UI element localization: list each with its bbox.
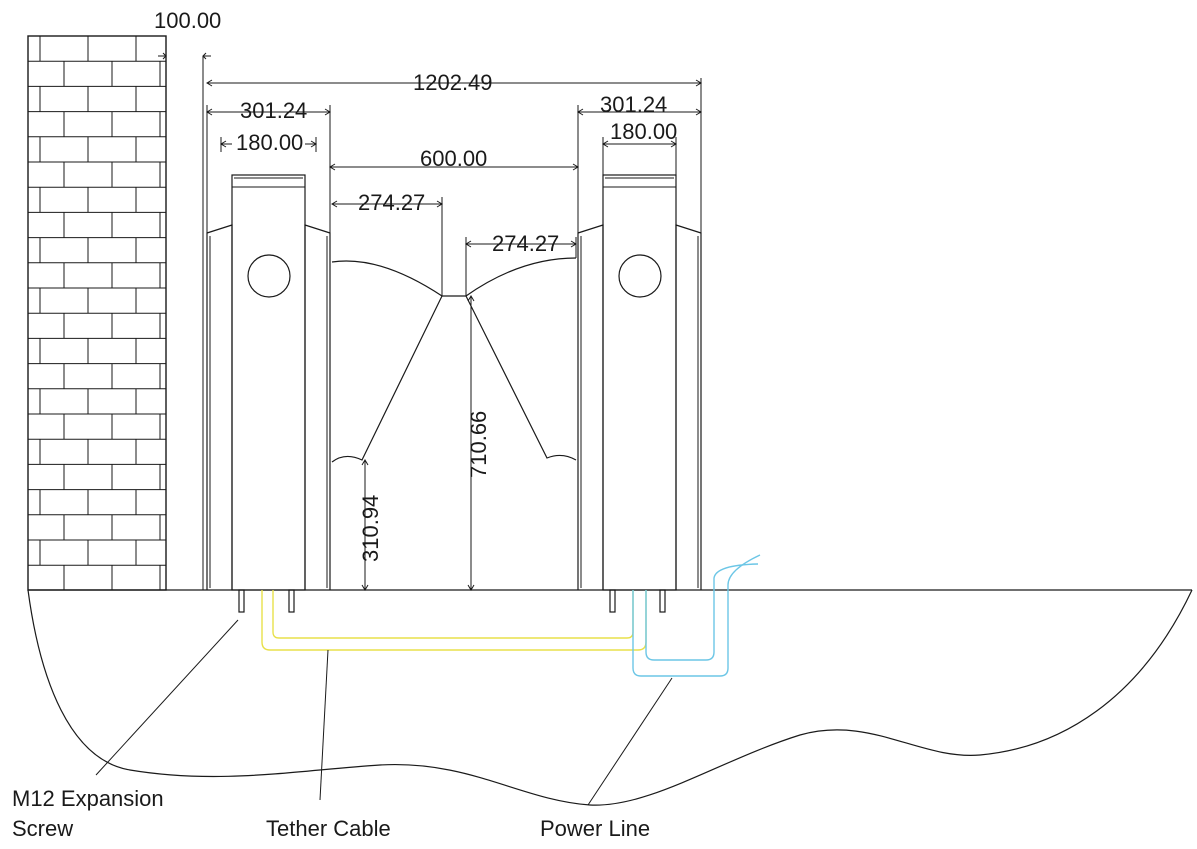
- left-cabinet: [206, 174, 331, 591]
- expansion-screws: [238, 589, 666, 613]
- dim-flap-width-left: 274.27: [358, 190, 425, 215]
- dim-wall-gap: 100.00: [154, 8, 221, 33]
- label-expansion-screw-line1: M12 Expansion: [12, 786, 164, 811]
- label-expansion-screw-line2: Screw: [12, 816, 73, 841]
- dim-cabinet-width-left: 301.24: [240, 98, 307, 123]
- dim-flap-bottom-height: 310.94: [358, 495, 383, 562]
- dim-core-width-left: 180.00: [236, 130, 303, 155]
- dim-cabinet-width-right: 301.24: [600, 92, 667, 117]
- brick-wall: [27, 35, 167, 591]
- dim-passage-width: 600.00: [420, 146, 487, 171]
- card-reader-right: [618, 254, 662, 298]
- right-cabinet: [577, 174, 702, 591]
- label-power-line: Power Line: [540, 816, 650, 841]
- ground: [27, 589, 1193, 806]
- card-reader-left: [247, 254, 291, 298]
- dim-overall-width: 1202.49: [413, 70, 493, 95]
- label-tether-cable: Tether Cable: [266, 816, 391, 841]
- dim-flap-top-height: 710.66: [466, 411, 491, 478]
- dim-core-width-right: 180.00: [610, 119, 677, 144]
- left-flap: [331, 260, 445, 463]
- dimension-lines: [95, 36, 702, 806]
- power-line: [632, 554, 761, 677]
- dim-flap-width-right: 274.27: [492, 231, 559, 256]
- tether-cable: [261, 590, 647, 651]
